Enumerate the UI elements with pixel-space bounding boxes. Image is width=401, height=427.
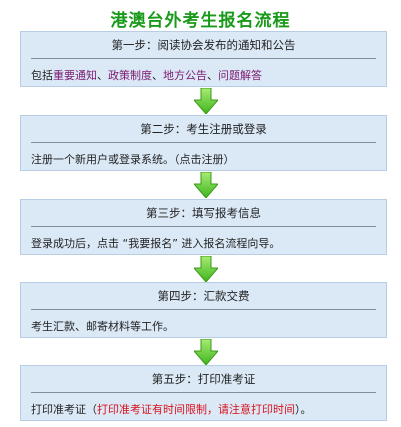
step-2-box: 第二步：考生注册或登录 注册一个新用户或登录系统。（点击注册） bbox=[20, 115, 387, 171]
step-divider bbox=[31, 58, 376, 59]
separator: 、 bbox=[207, 69, 218, 82]
step-divider bbox=[31, 142, 376, 143]
print-time-warning: 打印准考证有时间限制，请注意打印时间 bbox=[97, 403, 295, 416]
arrow-down-icon bbox=[194, 256, 218, 282]
step-3-box: 第三步：填写报考信息 登录成功后，点击 “我要报名” 进入报名流程向导。 bbox=[20, 199, 387, 255]
step-divider bbox=[31, 392, 376, 393]
step-1-body: 包括重要通知、政策制度、地方公告、问题解答 bbox=[31, 67, 380, 83]
link-faq[interactable]: 问题解答 bbox=[218, 69, 262, 82]
step-1-prefix: 包括 bbox=[31, 69, 53, 82]
step-4-box: 第四步：汇款交费 考生汇款、邮寄材料等工作。 bbox=[20, 282, 387, 338]
arrow-down-icon bbox=[194, 88, 218, 114]
step-5-heading: 第五步：打印准考证 bbox=[151, 372, 256, 386]
step-5-body: 打印准考证（打印准考证有时间限制，请注意打印时间）。 bbox=[31, 401, 380, 417]
step-5-suffix: ）。 bbox=[295, 403, 312, 416]
link-important-notice[interactable]: 重要通知 bbox=[53, 69, 97, 82]
step-5-box: 第五步：打印准考证 打印准考证（打印准考证有时间限制，请注意打印时间）。 bbox=[20, 365, 387, 421]
step-4-body: 考生汇款、邮寄材料等工作。 bbox=[31, 320, 174, 333]
step-3-heading: 第三步：填写报考信息 bbox=[146, 206, 261, 220]
link-policy[interactable]: 政策制度 bbox=[108, 69, 152, 82]
step-divider bbox=[31, 309, 376, 310]
step-4-heading: 第四步：汇款交费 bbox=[157, 289, 250, 303]
separator: 、 bbox=[152, 69, 163, 82]
arrow-down-icon bbox=[194, 339, 218, 365]
step-2-body[interactable]: 注册一个新用户或登录系统。（点击注册） bbox=[31, 153, 235, 166]
step-3-body: 登录成功后，点击 “我要报名” 进入报名流程向导。 bbox=[31, 237, 281, 250]
step-2-heading: 第二步：考生注册或登录 bbox=[140, 122, 267, 136]
step-1-heading: 第一步：阅读协会发布的通知和公告 bbox=[111, 38, 296, 52]
page-title: 港澳台外考生报名流程 bbox=[110, 11, 291, 31]
step-5-prefix: 打印准考证（ bbox=[31, 403, 97, 416]
step-divider bbox=[31, 226, 376, 227]
link-local-announcement[interactable]: 地方公告 bbox=[163, 69, 207, 82]
step-1-box: 第一步：阅读协会发布的通知和公告 包括重要通知、政策制度、地方公告、问题解答 bbox=[20, 31, 387, 87]
separator: 、 bbox=[97, 69, 108, 82]
arrow-down-icon bbox=[194, 172, 218, 198]
